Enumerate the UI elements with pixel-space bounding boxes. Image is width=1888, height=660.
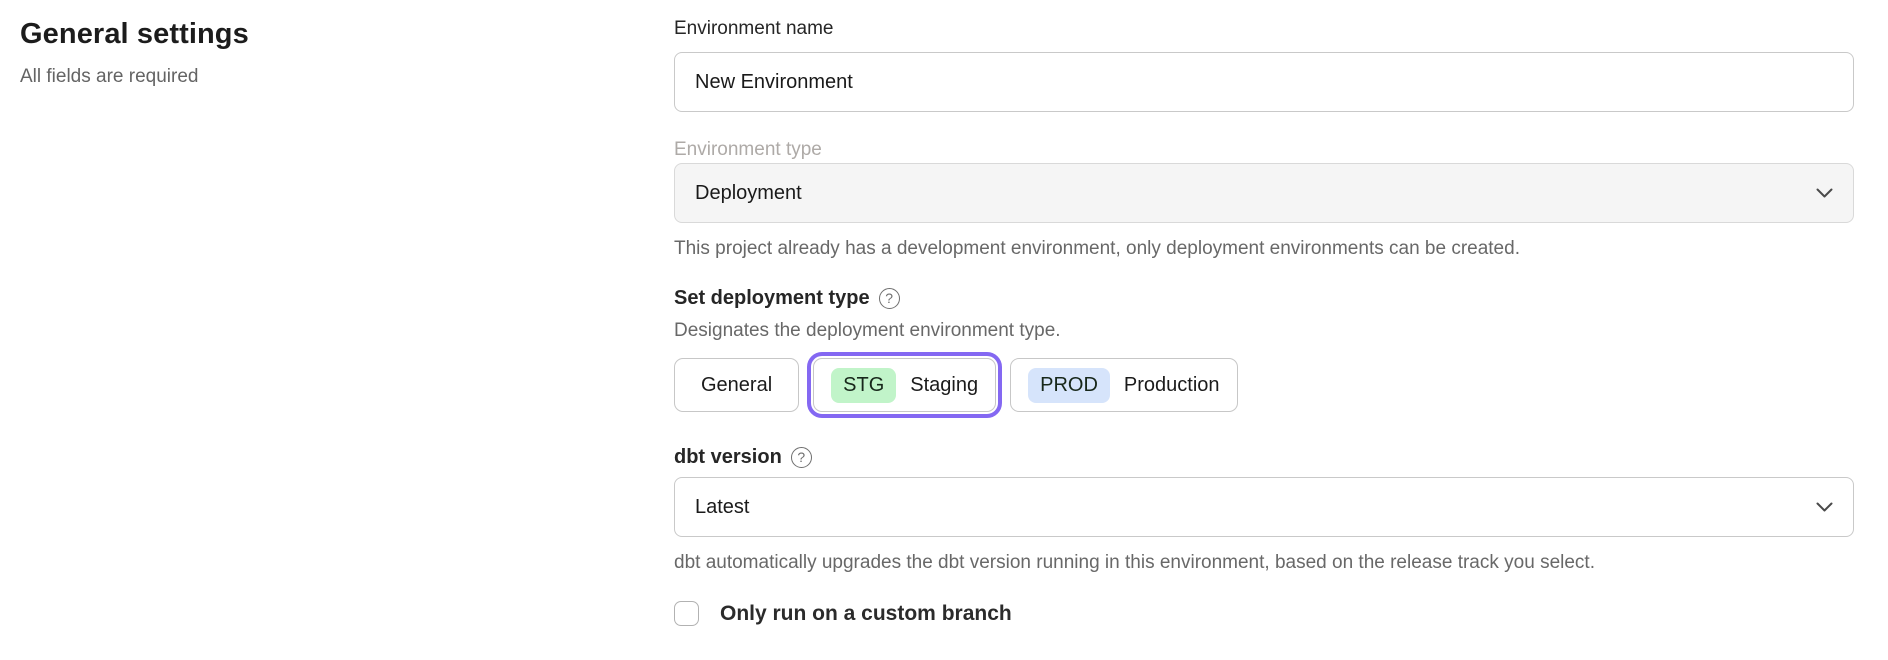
dbt-version-heading-text: dbt version bbox=[674, 446, 782, 468]
environment-settings-form: Environment name New Environment Environ… bbox=[674, 0, 1854, 626]
custom-branch-label[interactable]: Only run on a custom branch bbox=[720, 601, 1012, 625]
deployment-type-staging-button[interactable]: STG Staging bbox=[807, 352, 1003, 418]
page-title: General settings bbox=[20, 18, 249, 50]
dbt-version-value: Latest bbox=[695, 495, 750, 518]
deployment-type-description: Designates the deployment environment ty… bbox=[674, 320, 1061, 341]
environment-type-helper: This project already has a development e… bbox=[674, 238, 1520, 259]
environment-name-label: Environment name bbox=[674, 18, 834, 39]
environment-name-value: New Environment bbox=[695, 70, 853, 93]
environment-type-select: Deployment bbox=[674, 163, 1854, 223]
deployment-type-production-button[interactable]: PROD Production bbox=[1010, 358, 1238, 412]
production-button-label: Production bbox=[1123, 373, 1220, 396]
dbt-version-helper: dbt automatically upgrades the dbt versi… bbox=[674, 552, 1595, 573]
deployment-type-general-button[interactable]: General bbox=[674, 358, 800, 412]
dbt-version-select[interactable]: Latest bbox=[674, 477, 1854, 537]
help-glyph: ? bbox=[797, 449, 806, 465]
custom-branch-row: Only run on a custom branch bbox=[674, 601, 1854, 626]
general-button-label: General bbox=[701, 373, 773, 396]
production-badge: PROD bbox=[1028, 367, 1110, 403]
chevron-down-icon bbox=[1816, 188, 1833, 199]
help-glyph: ? bbox=[885, 290, 893, 306]
page-subtitle: All fields are required bbox=[20, 66, 199, 87]
settings-section-header: General settings All fields are required bbox=[20, 18, 540, 88]
deployment-type-heading-text: Set deployment type bbox=[674, 287, 870, 309]
dbt-version-heading: dbt version ? bbox=[674, 443, 1854, 471]
staging-button-label: Staging bbox=[910, 373, 979, 396]
deployment-type-heading: Set deployment type ? bbox=[674, 284, 1854, 312]
staging-badge: STG bbox=[831, 367, 897, 403]
environment-type-value: Deployment bbox=[695, 181, 802, 204]
deployment-type-options: General STG Staging PROD Production bbox=[674, 352, 1854, 418]
help-icon[interactable]: ? bbox=[790, 446, 812, 468]
chevron-down-icon bbox=[1816, 502, 1833, 513]
environment-name-input[interactable]: New Environment bbox=[674, 52, 1854, 112]
environment-type-label: Environment type bbox=[674, 139, 822, 160]
custom-branch-checkbox[interactable] bbox=[674, 601, 699, 626]
help-icon[interactable]: ? bbox=[878, 287, 900, 309]
